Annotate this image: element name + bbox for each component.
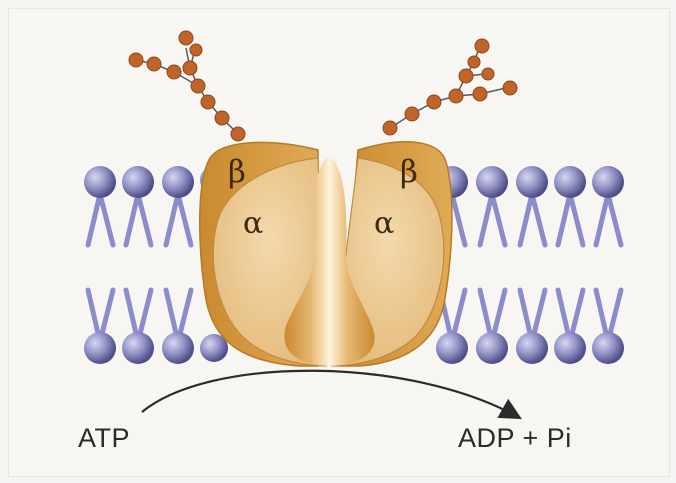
- beta-label-left: β: [228, 154, 246, 190]
- lipid-bilayer-right: [440, 194, 621, 342]
- reaction-arrow: [142, 371, 520, 418]
- beta-label-right: β: [400, 154, 418, 190]
- alpha-label-right: α: [374, 206, 394, 241]
- glycan-chain-right: [383, 39, 517, 135]
- lipid-bilayer-left: [88, 194, 191, 342]
- atp-label: ATP: [78, 423, 130, 454]
- glycan-chain-left: [129, 31, 245, 141]
- alpha-label-left: α: [243, 206, 263, 241]
- adp-pi-label: ADP + Pi: [458, 423, 572, 454]
- lipid-heads-right: [436, 166, 624, 364]
